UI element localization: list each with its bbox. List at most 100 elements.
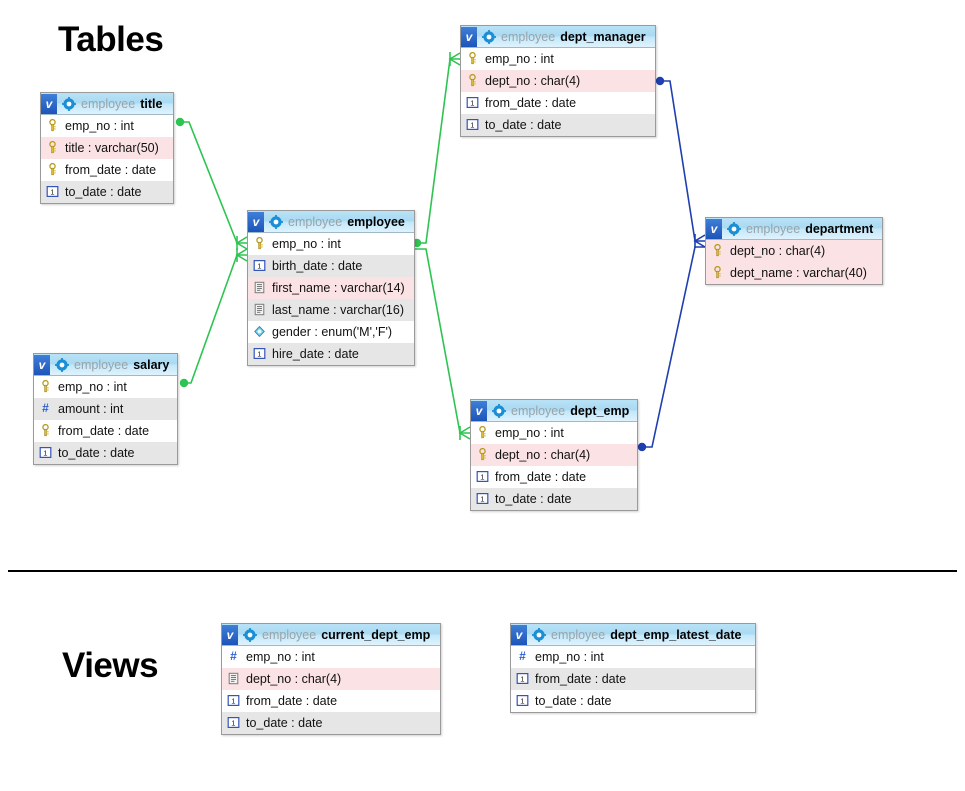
svg-text:1: 1 bbox=[50, 187, 54, 196]
column-row[interactable]: dept_no : char(4) bbox=[461, 70, 655, 92]
text-icon bbox=[228, 672, 239, 685]
date-icon: 1 bbox=[253, 260, 266, 272]
column-label: amount : int bbox=[58, 401, 124, 416]
entity-schema-name: employee bbox=[81, 96, 136, 111]
entity-schema-name: employee bbox=[74, 357, 129, 372]
column-label: dept_no : char(4) bbox=[246, 671, 342, 686]
key-icon bbox=[256, 237, 263, 250]
column-row[interactable]: gender : enum('M','F') bbox=[248, 321, 414, 343]
column-label: last_name : varchar(16) bbox=[272, 302, 405, 317]
column-label: dept_name : varchar(40) bbox=[730, 265, 867, 280]
relationship-employee-salary bbox=[179, 248, 248, 388]
view-badge-icon: v bbox=[471, 400, 487, 421]
view-badge-icon: v bbox=[511, 624, 527, 645]
column-row[interactable]: from_date : date bbox=[34, 420, 177, 442]
key-icon bbox=[714, 244, 721, 257]
column-label: emp_no : int bbox=[485, 51, 554, 66]
section-title-views: Views bbox=[62, 646, 159, 685]
entity-schema-name: employee bbox=[551, 627, 606, 642]
entity-header-dept_emp_latest_date[interactable]: v employee dept_emp_latest_date bbox=[511, 624, 755, 646]
entity-dept_emp_latest_date[interactable]: v employee dept_emp_latest_date #emp_no : i… bbox=[510, 623, 756, 713]
column-row[interactable]: title : varchar(50) bbox=[41, 137, 173, 159]
gear-icon-wrap bbox=[50, 357, 74, 372]
key-icon bbox=[49, 141, 56, 154]
svg-text:#: # bbox=[230, 650, 237, 663]
column-row[interactable]: dept_no : char(4) bbox=[471, 444, 637, 466]
gear-icon bbox=[269, 214, 283, 229]
view-badge-icon: v bbox=[41, 93, 57, 114]
column-row[interactable]: from_date : date bbox=[41, 159, 173, 181]
entity-schema-name: employee bbox=[288, 214, 343, 229]
entity-table-name: dept_emp_latest_date bbox=[610, 627, 742, 642]
column-label: from_date : date bbox=[58, 423, 150, 438]
column-row[interactable]: dept_no : char(4) bbox=[222, 668, 440, 690]
svg-text:1: 1 bbox=[231, 718, 235, 727]
gear-icon bbox=[55, 357, 69, 372]
column-row[interactable]: last_name : varchar(16) bbox=[248, 299, 414, 321]
svg-text:1: 1 bbox=[520, 696, 524, 705]
column-label: to_date : date bbox=[65, 184, 142, 199]
column-row[interactable]: emp_no : int bbox=[461, 48, 655, 70]
view-badge-icon: v bbox=[222, 624, 238, 645]
relationship-employee-title bbox=[175, 117, 248, 250]
column-label: gender : enum('M','F') bbox=[272, 324, 393, 339]
date-icon: 1 bbox=[516, 695, 529, 707]
gear-icon-wrap bbox=[57, 96, 81, 111]
entity-schema-name: employee bbox=[262, 627, 317, 642]
entity-schema-name: employee bbox=[511, 403, 566, 418]
column-label: from_date : date bbox=[535, 671, 627, 686]
svg-text:1: 1 bbox=[480, 494, 484, 503]
column-row[interactable]: #amount : int bbox=[34, 398, 177, 420]
date-icon: 1 bbox=[227, 717, 240, 729]
column-row[interactable]: first_name : varchar(14) bbox=[248, 277, 414, 299]
column-row[interactable]: emp_no : int bbox=[34, 376, 177, 398]
key-icon bbox=[479, 448, 486, 461]
column-row[interactable]: #emp_no : int bbox=[511, 646, 755, 668]
view-badge-icon: v bbox=[34, 354, 50, 375]
relationship-employee-dept_emp bbox=[415, 248, 471, 440]
key-icon bbox=[469, 52, 476, 65]
column-row[interactable]: emp_no : int bbox=[471, 422, 637, 444]
column-row[interactable]: #emp_no : int bbox=[222, 646, 440, 668]
column-label: from_date : date bbox=[246, 693, 338, 708]
svg-text:#: # bbox=[519, 650, 526, 663]
svg-text:1: 1 bbox=[257, 349, 261, 358]
relationship-department-dept_emp bbox=[637, 246, 705, 452]
column-label: from_date : date bbox=[65, 162, 157, 177]
gear-icon-wrap bbox=[487, 403, 511, 418]
column-row[interactable]: emp_no : int bbox=[248, 233, 414, 255]
column-label: from_date : date bbox=[485, 95, 577, 110]
column-row[interactable]: dept_name : varchar(40) bbox=[706, 262, 882, 284]
column-row[interactable]: 1 to_date : date bbox=[41, 181, 173, 203]
column-row[interactable]: emp_no : int bbox=[41, 115, 173, 137]
column-row[interactable]: dept_no : char(4) bbox=[706, 240, 882, 262]
gear-icon bbox=[482, 29, 496, 44]
key-icon bbox=[42, 424, 49, 437]
date-icon: 1 bbox=[476, 493, 489, 505]
